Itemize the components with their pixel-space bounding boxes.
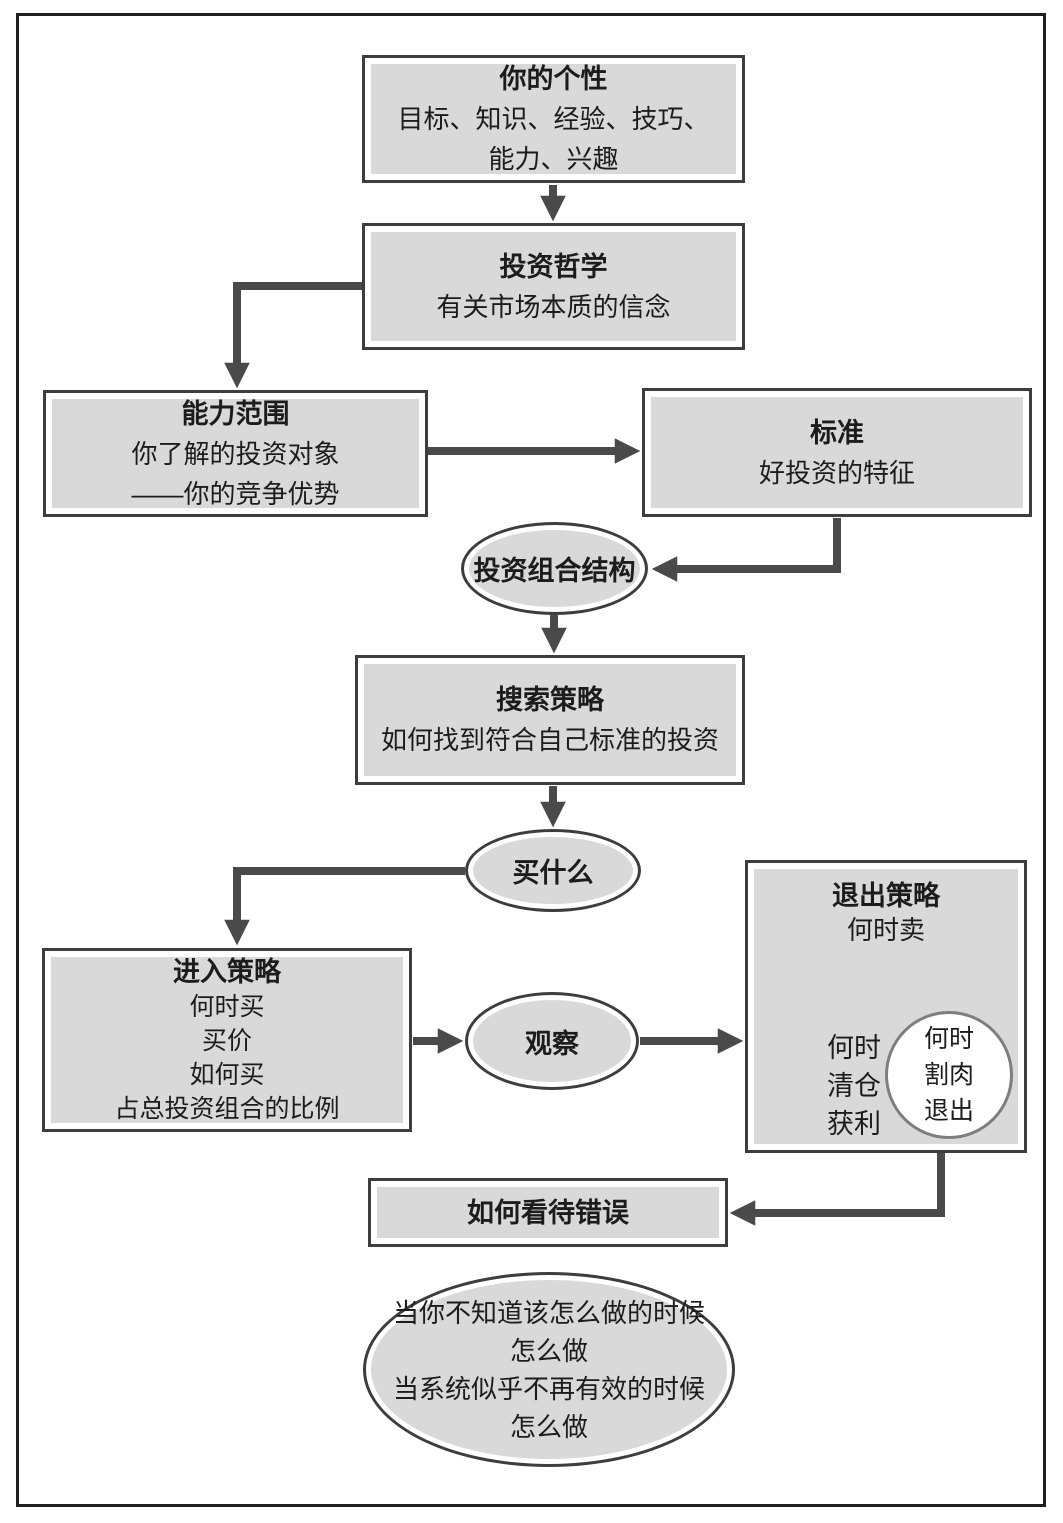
competence-title: 能力范围 xyxy=(181,398,290,429)
fallback-line: 当你不知道该怎么做的时候 xyxy=(392,1297,705,1328)
take-profit-text: 何时 清仓 获利 xyxy=(799,1029,909,1143)
competence-line: 你了解的投资对象 xyxy=(131,438,340,469)
entry-strategy-title: 进入策略 xyxy=(173,957,281,987)
entry-strategy-line: 占总投资组合的比例 xyxy=(114,1095,340,1123)
cut-loss-line: 割肉 xyxy=(923,1061,974,1089)
philosophy-title: 投资哲学 xyxy=(499,251,608,282)
what-to-buy-label: 买什么 xyxy=(512,858,594,888)
criteria-box: 标准 好投资的特征 xyxy=(642,388,1032,517)
what-to-buy-ellipse: 买什么 xyxy=(465,829,641,912)
criteria-line: 好投资的特征 xyxy=(758,457,915,488)
fallback-line: 当系统似乎不再有效的时候 xyxy=(392,1373,705,1404)
exit-strategy-box: 退出策略 何时卖 何时 清仓 获利 何时 割肉 退出 xyxy=(745,860,1027,1153)
philosophy-line: 有关市场本质的信念 xyxy=(436,291,671,322)
portfolio-structure-ellipse: 投资组合结构 xyxy=(461,522,648,615)
cut-loss-circle: 何时 割肉 退出 xyxy=(885,1011,1013,1139)
mistakes-title: 如何看待错误 xyxy=(467,1197,629,1228)
exit-strategy-title: 退出策略 xyxy=(832,881,940,911)
competence-line: ——你的竞争优势 xyxy=(131,478,340,509)
observe-ellipse: 观察 xyxy=(465,992,639,1090)
entry-strategy-line: 何时买 xyxy=(189,993,265,1021)
personality-title: 你的个性 xyxy=(499,64,608,94)
search-strategy-box: 搜索策略 如何找到符合自己标准的投资 xyxy=(355,655,745,785)
take-profit-line: 清仓 xyxy=(827,1071,881,1101)
cut-loss-line: 退出 xyxy=(923,1097,974,1125)
entry-strategy-line: 买价 xyxy=(201,1027,252,1055)
fallback-line: 怎么做 xyxy=(509,1411,588,1442)
criteria-title: 标准 xyxy=(810,417,864,448)
fallback-line: 怎么做 xyxy=(509,1335,588,1366)
portfolio-structure-label: 投资组合结构 xyxy=(473,556,636,586)
search-strategy-title: 搜索策略 xyxy=(496,685,604,715)
search-strategy-line: 如何找到符合自己标准的投资 xyxy=(380,725,719,755)
competence-box: 能力范围 你了解的投资对象 ——你的竞争优势 xyxy=(43,390,428,517)
take-profit-line: 何时 xyxy=(827,1033,881,1063)
fallback-ellipse: 当你不知道该怎么做的时候 怎么做 当系统似乎不再有效的时候 怎么做 xyxy=(363,1272,735,1467)
personality-box: 你的个性 目标、知识、经验、技巧、 能力、兴趣 xyxy=(362,55,745,183)
personality-line: 目标、知识、经验、技巧、 xyxy=(397,104,710,134)
entry-strategy-box: 进入策略 何时买 买价 如何买 占总投资组合的比例 xyxy=(42,948,412,1132)
cut-loss-line: 何时 xyxy=(923,1025,974,1053)
mistakes-box: 如何看待错误 xyxy=(368,1178,728,1247)
take-profit-line: 获利 xyxy=(827,1109,881,1139)
entry-strategy-line: 如何买 xyxy=(189,1061,265,1089)
observe-label: 观察 xyxy=(525,1028,579,1059)
philosophy-box: 投资哲学 有关市场本质的信念 xyxy=(362,223,745,350)
exit-strategy-subtitle: 何时卖 xyxy=(846,915,925,945)
personality-line: 能力、兴趣 xyxy=(488,144,619,174)
